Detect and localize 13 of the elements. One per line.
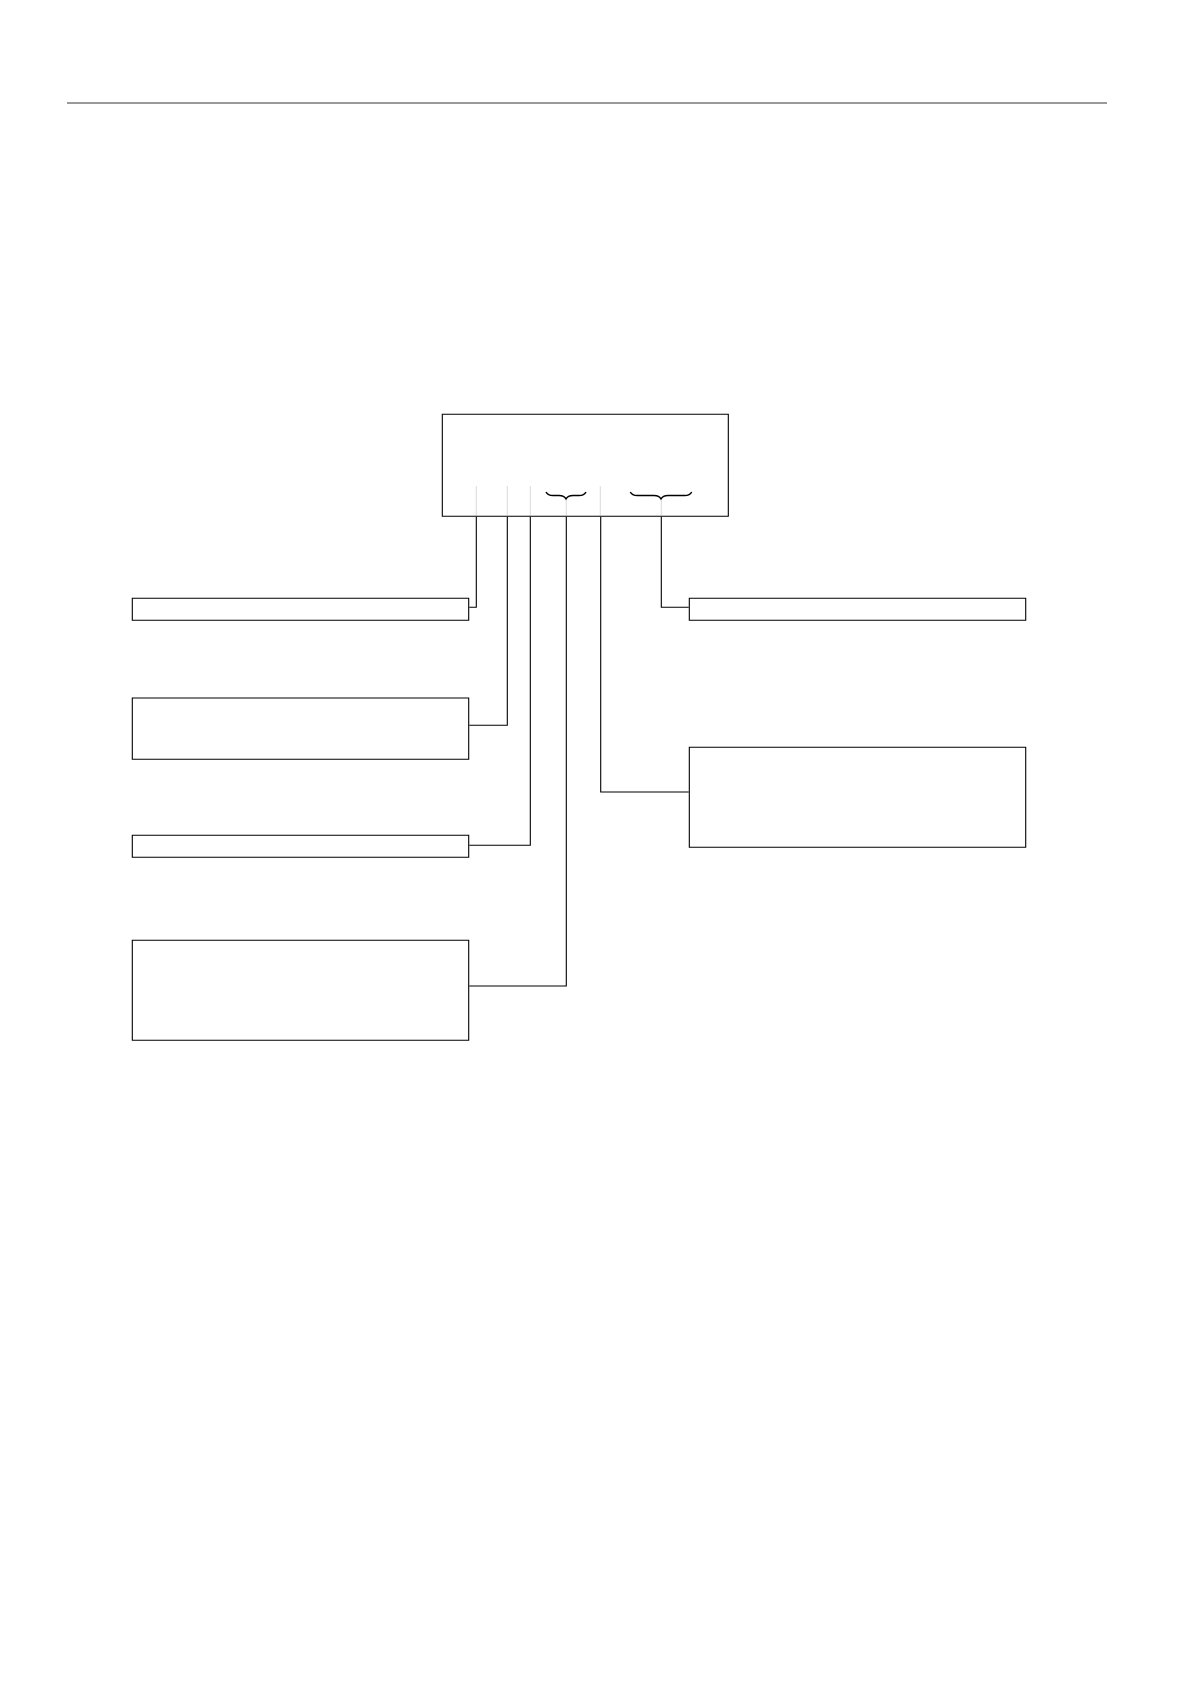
callout-box: [131, 597, 470, 621]
callout-box: [688, 746, 1027, 848]
leader-line: [660, 516, 690, 608]
callout-box: [131, 834, 470, 858]
leader-line: [468, 516, 531, 846]
leader-line: [468, 516, 477, 608]
callout-box: [131, 939, 470, 1041]
callout-box: [688, 597, 1027, 621]
leader-line: [468, 516, 508, 726]
leader-line: [468, 516, 567, 987]
callout-box: [131, 697, 470, 760]
leader-line: [600, 516, 690, 793]
component-box: [441, 413, 729, 517]
